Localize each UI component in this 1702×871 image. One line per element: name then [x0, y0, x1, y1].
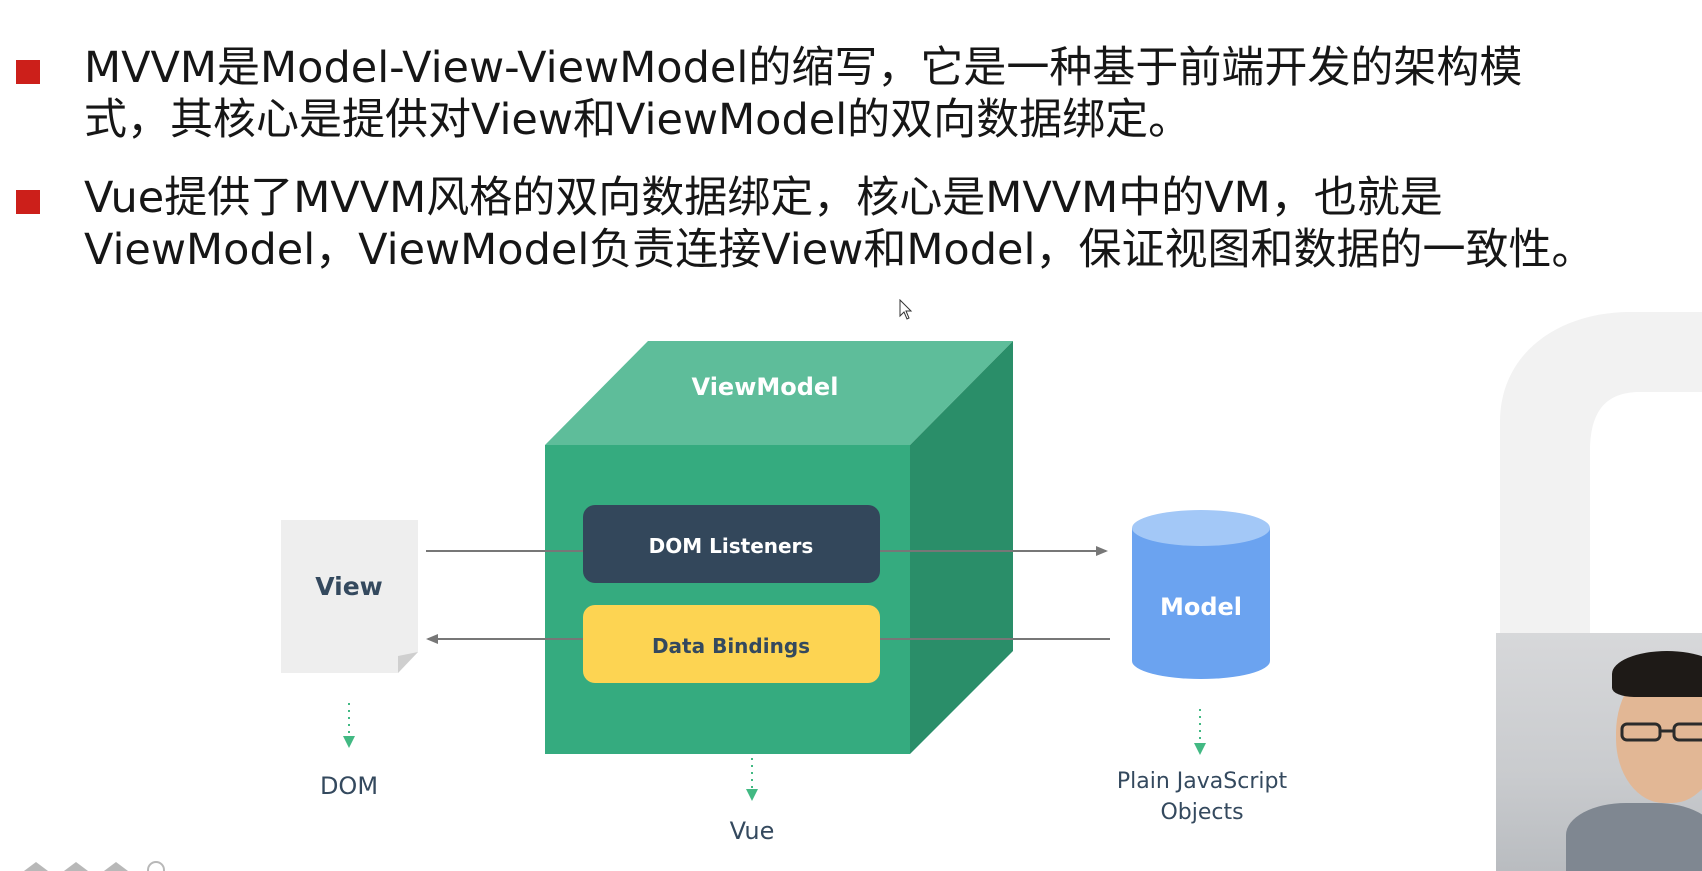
- nav-search-icon[interactable]: [147, 861, 165, 871]
- presenter-hair: [1612, 651, 1702, 697]
- presenter-webcam-overlay: [1496, 633, 1702, 871]
- red-square-bullet-icon: [16, 190, 40, 214]
- nav-prev-icon[interactable]: [24, 862, 48, 871]
- bullet-line-1: MVVM是Model-View-ViewModel的缩写，它是一种基于前端开发的…: [84, 43, 1523, 93]
- view-label: View: [315, 572, 383, 601]
- slide-nav-controls[interactable]: [14, 860, 184, 871]
- data-bindings-box: Data Bindings: [583, 605, 880, 683]
- red-square-bullet-icon: [16, 60, 40, 84]
- bullet-line-1: Vue提供了MVVM风格的双向数据绑定，核心是MVVM中的VM，也就是: [84, 173, 1443, 223]
- model-caption-line-2: Objects: [1160, 800, 1243, 825]
- model-caption-line-1: Plain JavaScript: [1117, 769, 1288, 794]
- dom-listeners-label: DOM Listeners: [649, 534, 814, 558]
- bullet-text: MVVM是Model-View-ViewModel的缩写，它是一种基于前端开发的…: [84, 42, 1522, 146]
- bullet-line-2: ViewModel，ViewModel负责连接View和Model，保证视图和数…: [84, 225, 1595, 275]
- dom-label: DOM: [320, 772, 378, 800]
- glasses-icon: [1620, 722, 1702, 742]
- model-label: Model: [1160, 593, 1242, 621]
- nav-next-icon[interactable]: [104, 862, 128, 871]
- nav-menu-icon[interactable]: [64, 862, 88, 871]
- presenter-shirt: [1566, 803, 1702, 871]
- logo-watermark-icon: [1500, 312, 1702, 652]
- mouse-pointer-icon: [899, 299, 913, 320]
- vue-label: Vue: [730, 817, 775, 845]
- bullet-line-2: 式，其核心是提供对View和ViewModel的双向数据绑定。: [84, 95, 1192, 145]
- viewmodel-label: ViewModel: [692, 373, 839, 401]
- viewmodel-cube: ViewModel: [545, 341, 1013, 754]
- model-cylinder: Model: [1132, 510, 1270, 679]
- bullet-text: Vue提供了MVVM风格的双向数据绑定，核心是MVVM中的VM，也就是 View…: [84, 172, 1594, 276]
- dom-listeners-box: DOM Listeners: [583, 505, 880, 583]
- view-document: View: [281, 520, 418, 673]
- data-bindings-label: Data Bindings: [652, 634, 810, 658]
